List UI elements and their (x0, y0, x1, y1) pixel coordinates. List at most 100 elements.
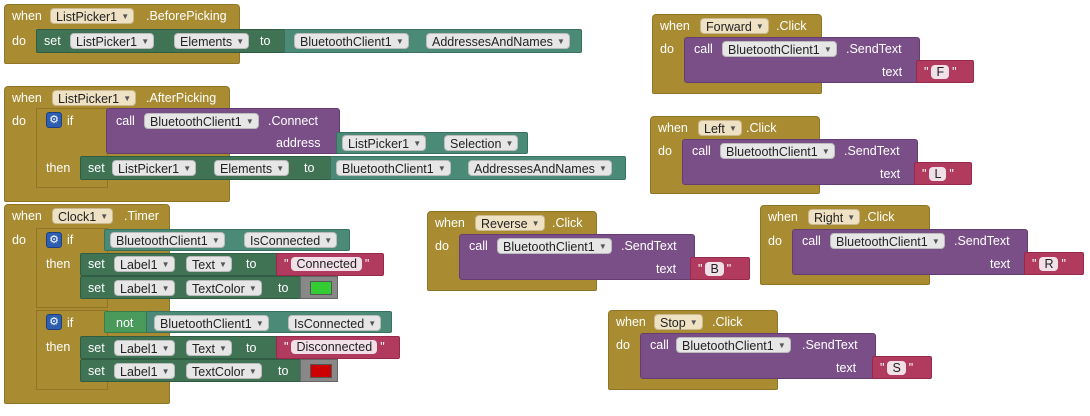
component-dropdown[interactable]: Right▼ (808, 209, 861, 225)
property-dropdown[interactable]: TextColor▼ (186, 280, 262, 296)
if-keyword: if (67, 233, 74, 247)
component-dropdown[interactable]: BluetoothClient1▼ (144, 113, 259, 129)
chevron-down-icon: ▼ (248, 284, 257, 293)
component-dropdown[interactable]: BluetoothClient1▼ (830, 233, 945, 249)
chevron-down-icon: ▼ (245, 117, 254, 126)
component-name: ListPicker1 (118, 162, 180, 176)
property-dropdown[interactable]: AddressesAndNames▼ (468, 160, 612, 176)
text-literal[interactable]: "S" (880, 360, 913, 376)
component-dropdown[interactable]: BluetoothClient1▼ (722, 41, 837, 57)
component-name: Left (704, 122, 725, 136)
text-literal[interactable]: "R" (1032, 256, 1066, 272)
chevron-down-icon: ▼ (141, 37, 150, 46)
when-keyword: when (616, 315, 646, 329)
component-name: Label1 (120, 282, 158, 296)
set-keyword: set (88, 364, 105, 378)
then-keyword: then (46, 340, 71, 354)
component-dropdown[interactable]: ListPicker1▼ (52, 90, 137, 106)
event-name: .Click (712, 315, 743, 329)
gear-icon[interactable]: ⚙ (46, 232, 62, 248)
to-keyword: to (246, 257, 257, 271)
chevron-down-icon: ▼ (505, 139, 514, 148)
chevron-down-icon: ▼ (556, 37, 565, 46)
component-name: Label1 (120, 365, 158, 379)
gear-icon[interactable]: ⚙ (46, 314, 62, 330)
text-param-label: text (656, 262, 677, 276)
component-name: ListPicker1 (58, 92, 120, 106)
property-name: AddressesAndNames (432, 35, 553, 49)
component-dropdown[interactable]: Reverse▼ (475, 215, 545, 231)
component-dropdown[interactable]: BluetoothClient1▼ (497, 238, 612, 254)
not-keyword: not (116, 316, 134, 330)
property-name: TextColor (192, 365, 245, 379)
property-dropdown[interactable]: Text▼ (186, 256, 232, 272)
component-dropdown[interactable]: Label1▼ (114, 340, 175, 356)
event-name: .Click (552, 216, 583, 230)
component-dropdown[interactable]: Label1▼ (114, 363, 175, 379)
property-dropdown[interactable]: Elements▼ (174, 33, 250, 49)
chevron-down-icon: ▼ (161, 260, 170, 269)
component-name: BluetoothClient1 (116, 234, 208, 248)
property-dropdown[interactable]: IsConnected▼ (244, 232, 338, 248)
chevron-down-icon: ▼ (161, 367, 170, 376)
component-dropdown[interactable]: Stop▼ (654, 314, 703, 330)
component-dropdown[interactable]: BluetoothClient1▼ (720, 143, 835, 159)
do-keyword: do (658, 144, 672, 158)
text-literal[interactable]: "B" (698, 261, 731, 277)
text-literal[interactable]: "Disconnected" (284, 339, 385, 355)
property-dropdown[interactable]: TextColor▼ (186, 363, 262, 379)
component-dropdown[interactable]: Left▼ (698, 120, 742, 136)
chevron-down-icon: ▼ (161, 344, 170, 353)
component-dropdown[interactable]: ListPicker1▼ (70, 33, 155, 49)
component-dropdown[interactable]: ListPicker1▼ (342, 135, 427, 151)
component-dropdown[interactable]: Clock1▼ (52, 208, 114, 224)
component-dropdown[interactable]: BluetoothClient1▼ (676, 337, 791, 353)
component-dropdown[interactable]: ListPicker1▼ (112, 160, 197, 176)
red-color-swatch (310, 364, 332, 378)
chevron-down-icon: ▼ (248, 367, 257, 376)
component-dropdown[interactable]: Forward▼ (700, 18, 769, 34)
component-dropdown[interactable]: ListPicker1▼ (50, 8, 135, 24)
set-keyword: set (88, 341, 105, 355)
text-value: R (1039, 257, 1059, 271)
chevron-down-icon: ▼ (437, 164, 446, 173)
text-literal[interactable]: "L" (922, 166, 954, 182)
method-name: .SendText (954, 234, 1010, 248)
then-keyword: then (46, 161, 71, 175)
text-param-label: text (880, 167, 901, 181)
method-name: .SendText (846, 42, 902, 56)
component-dropdown[interactable]: BluetoothClient1▼ (336, 160, 451, 176)
to-keyword: to (278, 281, 289, 295)
component-dropdown[interactable]: BluetoothClient1▼ (294, 33, 409, 49)
component-dropdown[interactable]: Label1▼ (114, 256, 175, 272)
gear-icon[interactable]: ⚙ (46, 112, 62, 128)
component-dropdown[interactable]: BluetoothClient1▼ (154, 315, 269, 331)
component-name: ListPicker1 (76, 35, 138, 49)
address-label: address (276, 136, 321, 150)
component-dropdown[interactable]: BluetoothClient1▼ (110, 232, 225, 248)
quote-mark: " (1061, 257, 1066, 271)
chevron-down-icon: ▼ (276, 164, 285, 173)
property-dropdown[interactable]: AddressesAndNames▼ (426, 33, 570, 49)
quote-mark: " (880, 361, 885, 375)
event-name: .Click (864, 210, 895, 224)
chevron-down-icon: ▼ (211, 236, 220, 245)
property-dropdown[interactable]: Elements▼ (214, 160, 290, 176)
text-literal[interactable]: "F" (924, 64, 957, 80)
chevron-down-icon: ▼ (931, 237, 940, 246)
chevron-down-icon: ▼ (821, 147, 830, 156)
component-dropdown[interactable]: Label1▼ (114, 280, 175, 296)
text-literal[interactable]: "Connected" (284, 256, 369, 272)
component-name: BluetoothClient1 (342, 162, 434, 176)
chevron-down-icon: ▼ (236, 37, 245, 46)
text-value: S (887, 361, 906, 375)
property-name: Elements (180, 35, 233, 49)
chevron-down-icon: ▼ (100, 212, 109, 221)
property-name: Text (192, 258, 215, 272)
property-dropdown[interactable]: IsConnected▼ (288, 315, 382, 331)
property-dropdown[interactable]: Text▼ (186, 340, 232, 356)
component-name: BluetoothClient1 (728, 43, 820, 57)
property-dropdown[interactable]: Selection▼ (444, 135, 519, 151)
chevron-down-icon: ▼ (368, 319, 377, 328)
component-name: Label1 (120, 258, 158, 272)
